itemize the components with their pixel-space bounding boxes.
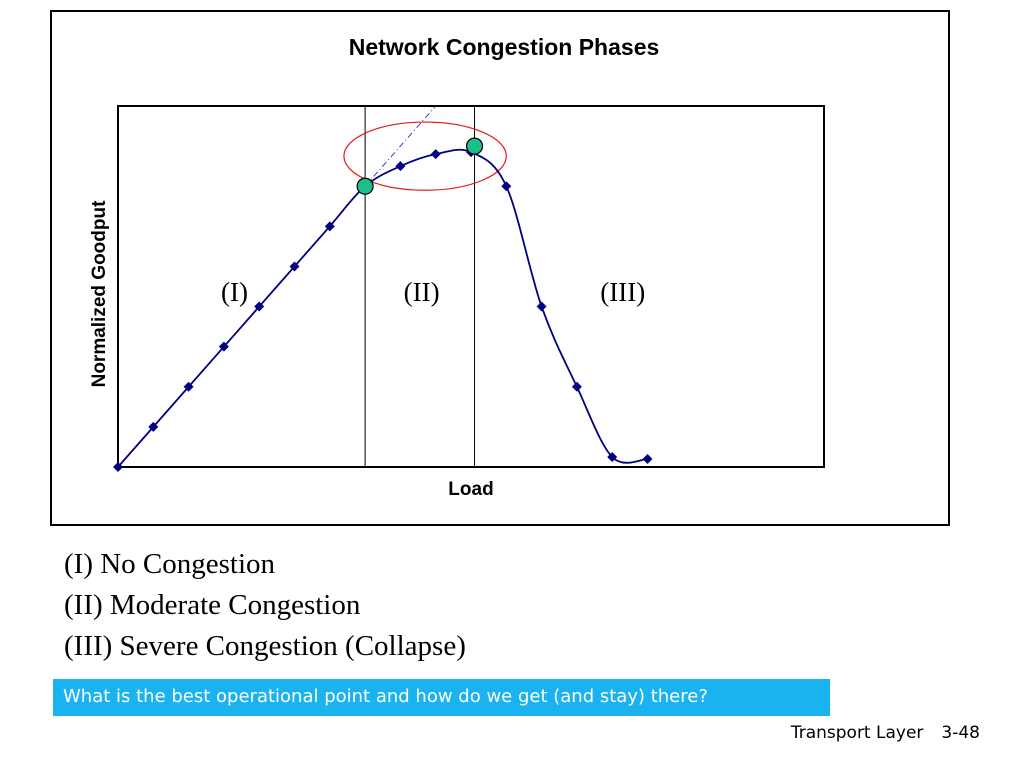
footer-section: Transport Layer <box>790 723 924 743</box>
chart-frame: Network Congestion Phases Load Normalize… <box>50 10 950 526</box>
region-label-1: (I) <box>221 277 248 307</box>
data-point-8 <box>395 161 406 172</box>
phase-legend: (I) No Congestion (II) Moderate Congesti… <box>64 544 466 667</box>
region-label-3: (III) <box>600 277 645 307</box>
legend-item-moderate-congestion: (II) Moderate Congestion <box>64 589 361 621</box>
plot-layer: (I) (II) (III) <box>113 105 653 472</box>
data-point-5 <box>289 261 300 272</box>
reference-line <box>364 105 437 187</box>
data-point-0 <box>113 462 123 472</box>
data-point-2 <box>183 381 194 392</box>
legend-item-severe-congestion: (III) Severe Congestion (Collapse) <box>64 630 466 662</box>
footer-page-number: 3-48 <box>941 723 980 743</box>
data-point-3 <box>218 341 229 352</box>
x-axis-label: Load <box>448 479 493 500</box>
data-point-9 <box>430 149 441 160</box>
y-axis-label: Normalized Goodput <box>89 200 110 388</box>
highlight-point-1 <box>356 177 374 195</box>
legend-item-no-congestion: (I) No Congestion <box>64 548 276 580</box>
data-point-13 <box>571 381 582 392</box>
data-point-11 <box>501 181 512 192</box>
data-point-6 <box>324 221 335 232</box>
region-label-2: (II) <box>404 277 440 307</box>
data-point-12 <box>536 301 547 312</box>
question-banner: What is the best operational point and h… <box>53 679 830 716</box>
highlight-ellipse <box>343 121 507 191</box>
chart-title: Network Congestion Phases <box>349 34 660 60</box>
plot-area <box>117 105 825 468</box>
data-point-14 <box>607 451 618 462</box>
data-point-4 <box>254 301 265 312</box>
data-point-15 <box>642 453 653 464</box>
congestion-chart: Network Congestion Phases Load Normalize… <box>89 34 825 500</box>
highlight-point-2 <box>465 137 484 155</box>
slide-footer: Transport Layer 3-48 <box>791 723 980 743</box>
data-point-1 <box>148 421 159 432</box>
